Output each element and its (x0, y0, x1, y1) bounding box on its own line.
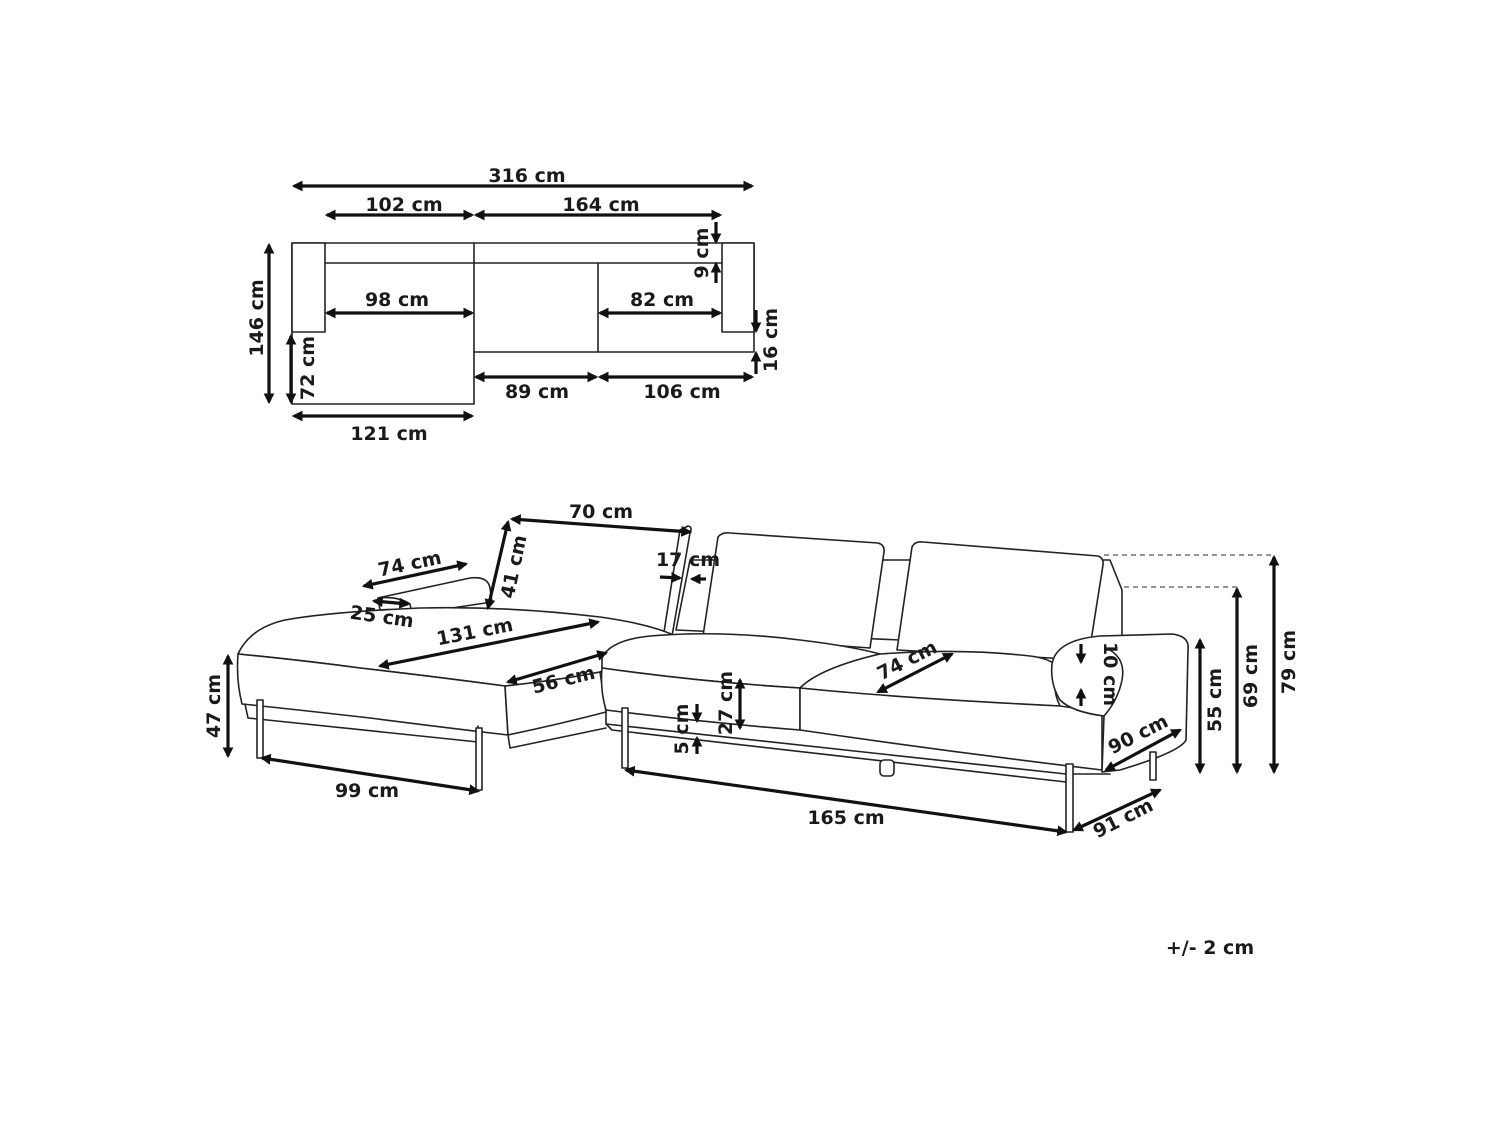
back-cushion-left (702, 532, 885, 649)
dim-line-56 (505, 650, 609, 685)
chaise-leg-front-left (256, 699, 264, 759)
dim-label-55: 55 cm (1204, 668, 1226, 732)
dim-line-41 (484, 519, 512, 611)
back-cushion-right (896, 541, 1104, 661)
tolerance-note: +/- 2 cm (1166, 937, 1254, 959)
top-view-left-armrest (291, 242, 326, 333)
dim-label-10: 10 cm (1099, 642, 1121, 706)
main-leg-front-left (621, 707, 629, 769)
chaise-leg-front-right (475, 727, 483, 791)
dim-line-70 (509, 514, 693, 537)
dim-line-74-seat (876, 652, 954, 694)
main-base (605, 709, 1111, 775)
main-leg-front-right (1065, 763, 1074, 833)
seat-cushion-left-front (600, 667, 801, 731)
dim-label-164: 164 cm (562, 194, 639, 216)
dim-label-69: 69 cm (1240, 644, 1262, 708)
dim-line-25 (371, 596, 411, 609)
top-view-right-armrest (721, 242, 755, 333)
dim-label-98: 98 cm (365, 289, 429, 311)
main-leg-back-right (1149, 751, 1157, 781)
dim-label-316: 316 cm (488, 165, 565, 187)
dim-line-74-armrest (361, 560, 469, 590)
dim-line-91 (1072, 788, 1162, 832)
dim-label-89: 89 cm (505, 381, 569, 403)
top-view-outline (291, 242, 755, 405)
dim-label-82: 82 cm (630, 289, 694, 311)
dim-label-121: 121 cm (350, 423, 427, 445)
main-leg-center (879, 759, 895, 777)
dim-label-91: 91 cm (1090, 794, 1157, 843)
dim-label-106: 106 cm (643, 381, 720, 403)
dim-label-27: 27 cm (715, 671, 737, 735)
dim-label-16: 16 cm (760, 308, 782, 372)
dim-label-70: 70 cm (569, 501, 633, 523)
dim-line-90 (1104, 728, 1182, 772)
dim-label-146: 146 cm (246, 279, 268, 356)
dim-label-72: 72 cm (297, 336, 319, 400)
dim-label-99: 99 cm (335, 780, 399, 802)
dim-line-165 (623, 765, 1069, 837)
perspective-view-sofa: 70 cm 41 cm 17 cm 74 cm 25 cm 131 cm 56 … (203, 501, 1300, 843)
dim-label-5: 5 cm (671, 704, 693, 755)
dim-line-99 (259, 753, 481, 796)
dim-label-47: 47 cm (203, 674, 225, 738)
dim-line-131 (377, 618, 601, 670)
dim-label-9: 9 cm (691, 228, 713, 279)
dim-label-79: 79 cm (1278, 630, 1300, 694)
dim-label-165: 165 cm (807, 807, 884, 829)
dim-label-102: 102 cm (365, 194, 442, 216)
dim-label-17: 17 cm (656, 549, 720, 571)
top-view-plan: 316 cm 102 cm 164 cm 9 cm 146 cm 98 cm 8… (246, 165, 782, 445)
